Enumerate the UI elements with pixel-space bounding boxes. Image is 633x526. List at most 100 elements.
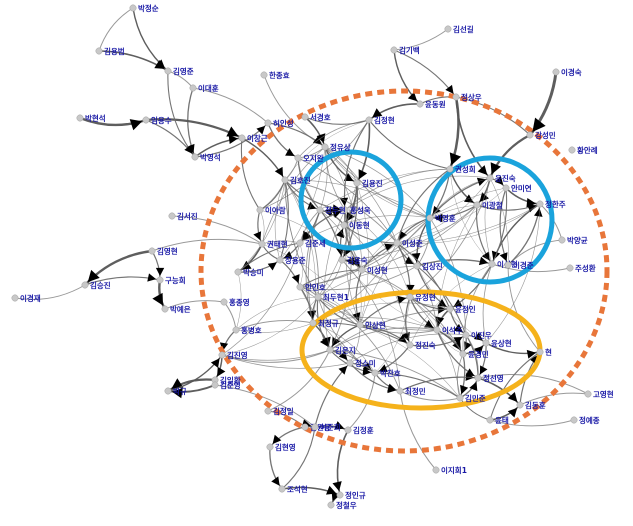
node-dot[interactable] [488, 260, 496, 268]
graph-node[interactable]: 김진영 [218, 350, 248, 360]
graph-node[interactable]: 이광철 [473, 200, 503, 210]
node-dot[interactable] [536, 348, 544, 356]
graph-node[interactable]: 김상진 [413, 261, 443, 271]
graph-node[interactable]: 안상현 [356, 320, 386, 330]
node-dot[interactable] [426, 214, 434, 222]
graph-node[interactable]: 임용수 [142, 115, 172, 125]
node-dot[interactable] [486, 416, 494, 424]
node-dot[interactable] [314, 293, 322, 301]
graph-node[interactable]: 박영석 [191, 152, 221, 162]
node-dot[interactable] [340, 221, 348, 229]
node-dot[interactable] [11, 294, 19, 302]
graph-node[interactable]: 김영현 [148, 246, 178, 256]
graph-node[interactable]: 박규 [164, 386, 187, 396]
graph-node[interactable]: 이성준 [393, 238, 423, 248]
node-dot[interactable] [266, 443, 274, 451]
graph-node[interactable]: 이성현 [358, 265, 388, 275]
node-dot[interactable] [327, 501, 335, 509]
graph-node[interactable]: 김용진 [353, 178, 383, 188]
graph-node[interactable]: 박양균 [558, 235, 588, 245]
graph-node[interactable]: 최정민 [396, 386, 426, 396]
graph-node[interactable]: 김원용 [301, 422, 331, 432]
node-dot[interactable] [558, 236, 566, 244]
graph-node[interactable]: 정선영 [474, 373, 504, 383]
graph-node[interactable]: 김일환 [211, 375, 241, 385]
graph-node[interactable]: 정한주 [536, 199, 566, 209]
graph-node[interactable]: 권성희 [446, 164, 476, 174]
node-dot[interactable] [504, 261, 512, 269]
graph-node[interactable]: 이진우 [462, 330, 492, 340]
node-dot[interactable] [278, 485, 286, 493]
graph-node[interactable]: 윤태 [486, 415, 509, 425]
graph-node[interactable]: 정유상 [321, 142, 351, 152]
node-dot[interactable] [568, 146, 576, 154]
node-dot[interactable] [321, 143, 329, 151]
node-dot[interactable] [81, 281, 89, 289]
node-dot[interactable] [390, 46, 398, 54]
node-dot[interactable] [189, 84, 197, 92]
graph-node[interactable]: 정진숙 [406, 340, 436, 350]
graph-node[interactable]: 박찬호 [371, 368, 401, 378]
node-dot[interactable] [336, 491, 344, 499]
graph-node[interactable]: 이대훈 [189, 83, 219, 93]
graph-node[interactable]: 김정현 [365, 115, 395, 125]
graph-node[interactable]: 홍종영 [220, 297, 250, 307]
node-dot[interactable] [264, 119, 272, 127]
node-dot[interactable] [301, 423, 309, 431]
graph-node[interactable]: 조석현 [278, 484, 308, 494]
graph-node[interactable]: 정인규 [336, 490, 366, 500]
node-dot[interactable] [566, 264, 574, 272]
node-dot[interactable] [452, 93, 460, 101]
node-dot[interactable] [353, 179, 361, 187]
graph-node[interactable]: 박예은 [161, 304, 191, 314]
graph-node[interactable]: 주성환 [566, 263, 596, 273]
graph-node[interactable]: 김민준 [456, 393, 486, 403]
graph-node[interactable]: 홍병호 [232, 325, 262, 335]
node-dot[interactable] [502, 184, 510, 192]
node-dot[interactable] [444, 25, 452, 33]
node-dot[interactable] [433, 326, 441, 334]
graph-node[interactable]: 최두현1 [314, 292, 349, 302]
graph-node[interactable]: 김선길 [444, 24, 474, 34]
node-dot[interactable] [164, 387, 172, 395]
graph-node[interactable]: 윤동원 [416, 99, 446, 109]
node-dot[interactable] [416, 100, 424, 108]
graph-node[interactable]: 이동현 [340, 220, 370, 230]
node-dot[interactable] [301, 113, 309, 121]
graph-node[interactable]: 박정순 [129, 3, 159, 13]
node-dot[interactable] [156, 276, 164, 284]
node-dot[interactable] [446, 305, 454, 313]
graph-node[interactable]: 김용범 [95, 46, 125, 56]
graph-node[interactable]: 현 [536, 347, 552, 357]
node-dot[interactable] [281, 176, 289, 184]
node-dot[interactable] [486, 174, 494, 182]
node-dot[interactable] [311, 423, 319, 431]
node-dot[interactable] [191, 153, 199, 161]
graph-node[interactable]: 박영훈 [426, 213, 456, 223]
graph-node[interactable]: 안인호 [296, 282, 326, 292]
graph-node[interactable]: 여준희 [311, 422, 341, 432]
graph-node[interactable]: 홍성욱 [341, 205, 371, 215]
graph-node[interactable]: 이석주 [433, 325, 463, 335]
graph-node[interactable]: 김정일 [264, 406, 294, 416]
node-dot[interactable] [276, 256, 284, 264]
graph-node[interactable]: 이아람 [256, 205, 286, 215]
graph-node[interactable]: 윤상현 [482, 338, 512, 348]
node-dot[interactable] [326, 346, 334, 354]
graph-node[interactable]: 장용준 [276, 255, 306, 265]
graph-node[interactable]: 김정훈 [344, 425, 374, 435]
node-dot[interactable] [570, 416, 578, 424]
graph-node[interactable]: 김동훈 [516, 400, 546, 410]
node-dot[interactable] [358, 266, 366, 274]
node-dot[interactable] [258, 240, 266, 248]
graph-node[interactable]: 김준영 [211, 380, 241, 390]
graph-node[interactable]: 김기백 [390, 45, 420, 55]
node-dot[interactable] [482, 339, 490, 347]
graph-node[interactable]: 구능희 [156, 275, 186, 285]
node-dot[interactable] [365, 116, 373, 124]
graph-node[interactable]: 서경호 [301, 112, 331, 122]
node-dot[interactable] [393, 239, 401, 247]
graph-node[interactable]: 정소미 [346, 358, 376, 368]
node-dot[interactable] [168, 212, 176, 220]
node-dot[interactable] [218, 351, 226, 359]
